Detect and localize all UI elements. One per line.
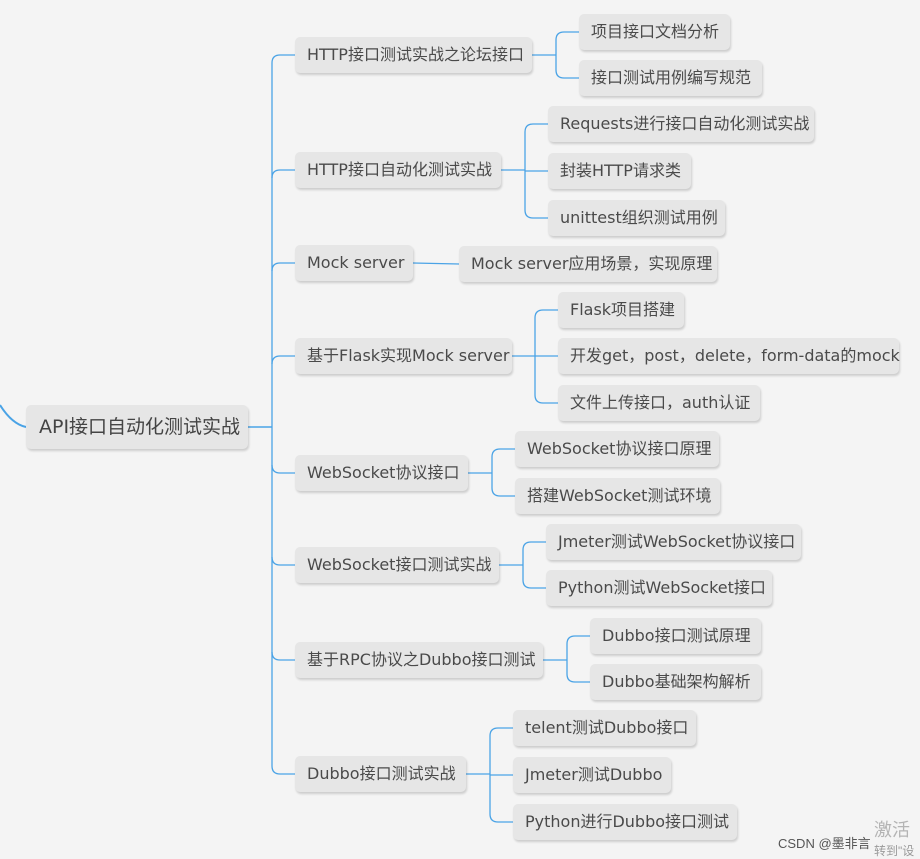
activate-watermark-line2: 转到"设 <box>874 844 915 858</box>
connector-line <box>271 54 295 64</box>
leaf-node[interactable]: Python测试WebSocket接口 <box>546 570 772 606</box>
leaf-node[interactable]: Jmeter测试Dubbo <box>513 757 671 793</box>
connector-line <box>271 765 295 775</box>
csdn-watermark: CSDN @墨非言 <box>778 836 871 851</box>
branch-node[interactable]: HTTP接口测试实战之论坛接口 <box>295 37 532 73</box>
leaf-node[interactable]: telent测试Dubbo接口 <box>513 710 696 746</box>
connector-line <box>271 355 295 365</box>
leaf-node[interactable]: 封装HTTP请求类 <box>548 153 691 189</box>
connector-line <box>271 651 295 661</box>
connector-line <box>271 464 295 474</box>
leaf-node[interactable]: unittest组织测试用例 <box>548 200 725 236</box>
branch-node[interactable]: HTTP接口自动化测试实战 <box>295 152 501 188</box>
connector-line <box>271 556 295 566</box>
connector-line <box>555 31 579 41</box>
leaf-node[interactable]: Flask项目搭建 <box>558 292 684 328</box>
branch-node[interactable]: WebSocket接口测试实战 <box>295 547 499 583</box>
leaf-node[interactable]: Mock server应用场景，实现原理 <box>459 246 717 282</box>
leaf-node[interactable]: 搭建WebSocket测试环境 <box>515 478 720 514</box>
leaf-node[interactable]: WebSocket协议接口原理 <box>515 431 719 467</box>
leaf-node[interactable]: 接口测试用例编写规范 <box>579 60 762 96</box>
activate-watermark-line1: 激活 <box>874 820 910 840</box>
leaf-node[interactable]: Jmeter测试WebSocket协议接口 <box>546 524 801 560</box>
connector-line <box>534 394 558 404</box>
branch-node[interactable]: WebSocket协议接口 <box>295 455 468 491</box>
branch-node[interactable]: Dubbo接口测试实战 <box>295 756 466 792</box>
connector-line <box>566 635 590 645</box>
connector-line <box>271 169 295 179</box>
leaf-node[interactable]: 项目接口文档分析 <box>579 14 730 50</box>
root-node[interactable]: API接口自动化测试实战 <box>26 405 248 449</box>
connector-line <box>491 448 515 458</box>
connector-line <box>522 579 546 589</box>
leaf-node[interactable]: 文件上传接口，auth认证 <box>558 385 760 421</box>
connector-line <box>555 69 579 79</box>
connector-line <box>522 541 546 551</box>
leaf-node[interactable]: Dubbo基础架构解析 <box>590 664 761 700</box>
connector-line <box>524 209 548 219</box>
branch-node[interactable]: 基于RPC协议之Dubbo接口测试 <box>295 642 543 678</box>
connector-line <box>412 262 460 265</box>
branch-node[interactable]: 基于Flask实现Mock server <box>295 338 512 374</box>
connector-line <box>524 123 548 133</box>
connector-line <box>0 404 27 428</box>
connector-line <box>566 673 590 683</box>
connector-line <box>489 727 513 737</box>
leaf-node[interactable]: 开发get，post，delete，form-data的mock <box>558 338 900 374</box>
connector-line <box>271 262 295 272</box>
leaf-node[interactable]: Python进行Dubbo接口测试 <box>513 804 737 840</box>
connector-line <box>491 487 515 497</box>
leaf-node[interactable]: Dubbo接口测试原理 <box>590 618 761 654</box>
connector-line <box>489 813 513 823</box>
leaf-node[interactable]: Requests进行接口自动化测试实战 <box>548 106 814 142</box>
branch-node[interactable]: Mock server <box>295 245 413 281</box>
connector-line <box>534 309 558 319</box>
